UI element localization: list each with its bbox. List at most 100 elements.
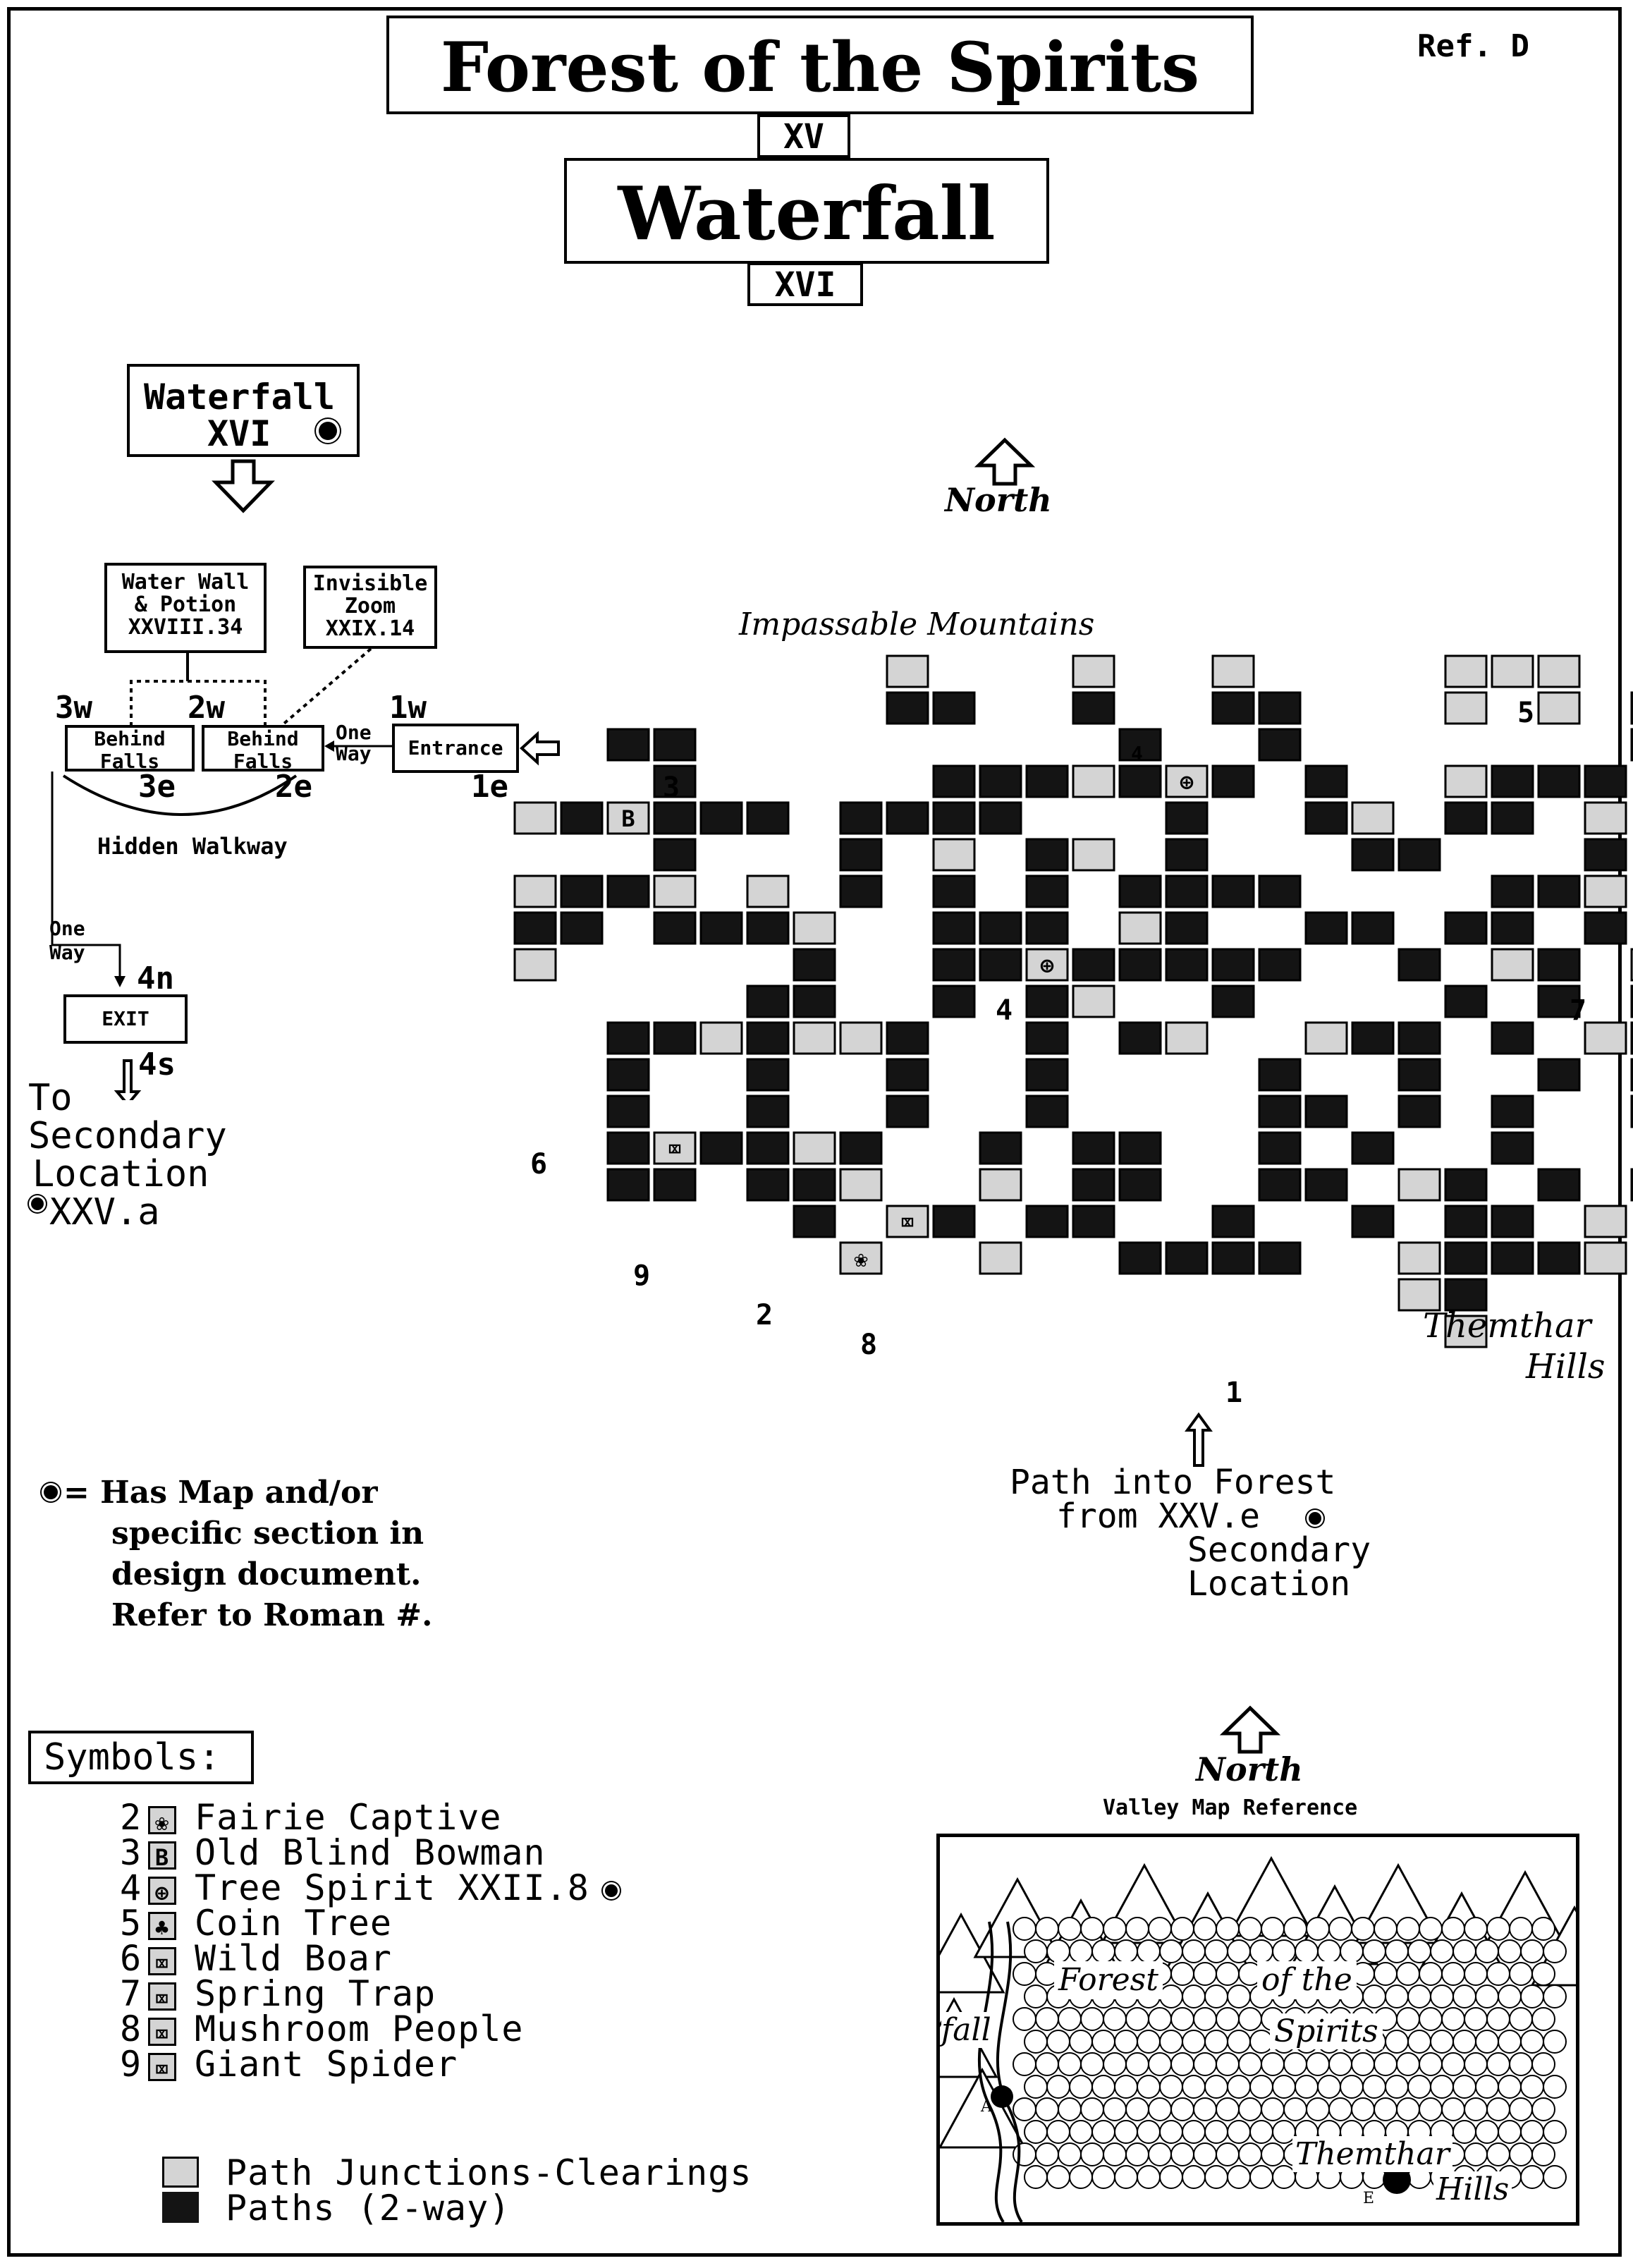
tree-icon	[1486, 2052, 1510, 2076]
tree-icon	[1058, 2097, 1082, 2121]
tree-icon	[1362, 2075, 1386, 2099]
path-cell	[1491, 911, 1534, 945]
tree-icon	[1543, 1984, 1567, 2008]
tree-icon	[1170, 2142, 1194, 2166]
tree-icon	[1182, 1939, 1206, 1963]
to-secondary-line2: Secondary	[28, 1115, 227, 1157]
tree-icon	[1531, 2142, 1555, 2166]
symbol-label: Coin Tree	[195, 1903, 392, 1944]
tree-icon	[1193, 2052, 1217, 2076]
tree-icon	[1148, 2007, 1172, 2031]
clearing-cell	[1118, 911, 1162, 945]
tree-icon	[1148, 2142, 1172, 2166]
one-way-a-line1: One	[336, 721, 372, 744]
path-cell	[1072, 1131, 1115, 1165]
path-cell	[793, 1205, 836, 1238]
tree-icon	[1091, 2030, 1115, 2054]
tree-icon	[1441, 1962, 1465, 1986]
clearing-cell	[979, 1241, 1022, 1275]
tree-icon	[1080, 2007, 1104, 2031]
tree-icon	[1216, 1917, 1240, 1941]
path-cell	[1397, 948, 1441, 982]
tree-icon	[1464, 2142, 1488, 2166]
tree-icon	[1531, 2007, 1555, 2031]
tree-icon	[1080, 2052, 1104, 2076]
tree-icon	[1362, 1939, 1386, 1963]
tree-icon	[1058, 2052, 1082, 2076]
clearing-cell	[1444, 764, 1488, 798]
node-4s-label: 4s	[138, 1047, 176, 1083]
path-cell	[1630, 1095, 1633, 1128]
clearing-cell	[1072, 838, 1115, 872]
tree-icon	[1204, 2165, 1228, 2189]
path-cell	[1444, 984, 1488, 1018]
tree-icon	[1340, 1939, 1364, 1963]
tree-icon	[1046, 1939, 1070, 1963]
path-cell	[839, 1131, 883, 1165]
tree-icon	[1046, 2120, 1070, 2144]
symbol-row: 7⌧Spring Trap	[120, 1973, 436, 2014]
north-arrow-icon	[1219, 1705, 1281, 1754]
tree-icon	[1520, 1939, 1544, 1963]
tree-icon	[1452, 1984, 1476, 2008]
tree-icon	[1396, 2052, 1420, 2076]
path-cell	[1025, 1205, 1069, 1238]
symbol-label: Giant Spider	[195, 2044, 458, 2085]
valley-map-caption: Valley Map Reference	[1103, 1796, 1358, 1820]
tree-icon	[1193, 2007, 1217, 2031]
tree-icon	[1227, 2030, 1251, 2054]
tree-icon	[1385, 1984, 1409, 2008]
tree-icon	[1046, 2165, 1070, 2189]
valley-marker-a: A	[981, 2098, 992, 2116]
tree-icon	[1137, 2030, 1161, 2054]
map-number-n9: 9	[633, 1260, 650, 1292]
to-secondary-line3: Location	[32, 1153, 209, 1195]
path-cell	[1118, 1168, 1162, 1202]
tree-icon	[1159, 2120, 1183, 2144]
symbol-row: 4⊕Tree Spirit XXII.8	[120, 1867, 618, 1908]
path-cell	[1118, 1241, 1162, 1275]
path-cell	[1491, 1131, 1534, 1165]
tree-icon	[1261, 2097, 1285, 2121]
tree-icon	[1543, 2075, 1567, 2099]
tree-icon	[1498, 1984, 1522, 2008]
tree-icon	[1069, 2030, 1093, 2054]
path-cell	[932, 911, 976, 945]
path-cell	[560, 801, 604, 835]
tree-icon	[1531, 1962, 1555, 1986]
path-cell	[1118, 728, 1162, 762]
path-cell	[886, 801, 929, 835]
tree-icon	[1148, 1917, 1172, 1941]
tree-icon	[1374, 1962, 1397, 1986]
tree-icon	[1520, 2030, 1544, 2054]
tree-icon	[1125, 2142, 1149, 2166]
tree-icon	[1407, 1939, 1431, 1963]
clearing-cell	[1397, 1278, 1441, 1312]
tree-icon	[1216, 2097, 1240, 2121]
tree-icon	[1159, 2030, 1183, 2054]
tree-icon	[1216, 2142, 1240, 2166]
north-label: North	[945, 481, 1052, 519]
map-number-n6: 6	[530, 1148, 547, 1181]
path-cell	[932, 764, 976, 798]
symbol-label: Fairie Captive	[195, 1797, 502, 1838]
path-cell	[1258, 1168, 1302, 1202]
path-cell	[606, 728, 650, 762]
one-way-b-line2: Way	[49, 941, 85, 964]
path-cell	[1444, 1168, 1488, 1202]
fairie-icon: ❀	[148, 1805, 176, 1836]
tree-icon	[1441, 1917, 1465, 1941]
path-cell	[1118, 1131, 1162, 1165]
path-cell	[1025, 984, 1069, 1018]
clearing-cell	[1584, 801, 1627, 835]
tree-icon	[1509, 2007, 1533, 2031]
path-cell	[1304, 764, 1348, 798]
tree-icon	[1430, 2030, 1454, 2054]
clearing-cell	[513, 874, 557, 908]
encounter-icon: ⌧	[668, 1135, 681, 1162]
clearing-cell	[839, 1021, 883, 1055]
map-number-n8: 8	[860, 1329, 877, 1361]
path-cell	[1537, 874, 1581, 908]
behind-falls-node-b: Behind Falls	[202, 725, 324, 773]
one-way-b-line1: One	[49, 917, 85, 940]
